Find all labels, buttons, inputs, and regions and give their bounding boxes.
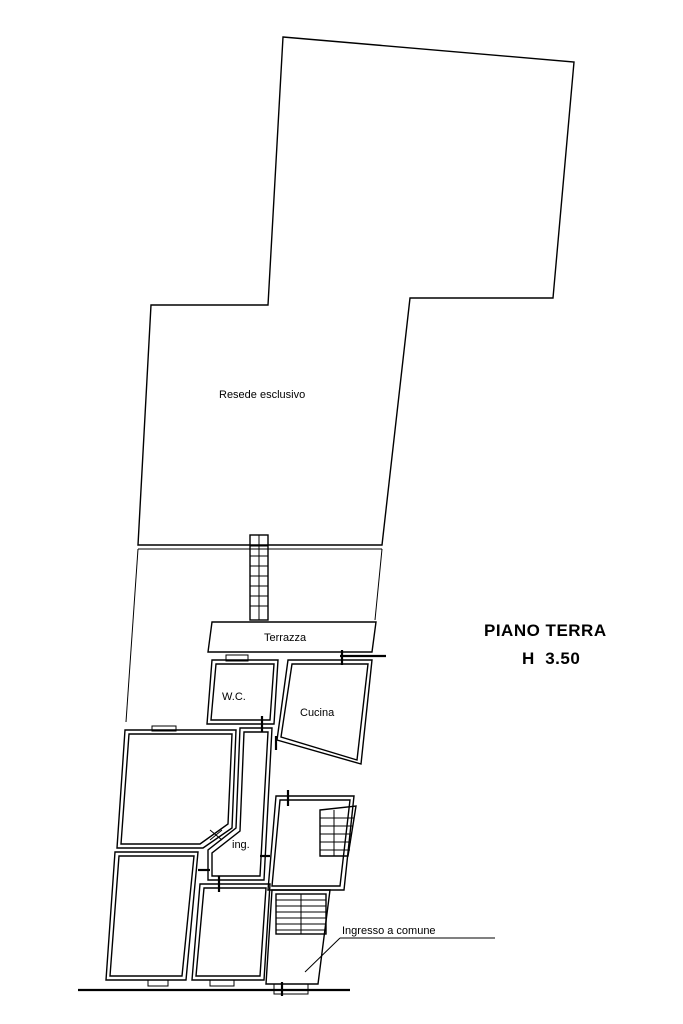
plan-title: PIANO TERRA <box>484 621 607 640</box>
cucina-label: Cucina <box>300 707 335 719</box>
stair-room <box>267 795 357 891</box>
resede-label: Resede esclusivo <box>219 389 305 401</box>
wc-label: W.C. <box>222 691 246 703</box>
left-lower-room <box>105 851 199 981</box>
ingresso-comune-label: Ingresso a comune <box>342 925 436 937</box>
resede-outline <box>137 36 575 550</box>
ingresso-comune-room <box>265 889 495 985</box>
terrazza-label: Terrazza <box>264 632 307 644</box>
wc-room <box>206 659 279 725</box>
left-upper-room <box>116 729 237 849</box>
ingresso-corridor <box>207 727 273 881</box>
middle-lower-room <box>191 883 271 981</box>
height-label: H 3.50 <box>522 649 580 668</box>
yard-outline <box>125 548 383 723</box>
terrazza-room <box>207 621 386 658</box>
ingresso-label: ing. <box>232 839 250 851</box>
chimney-strip <box>249 534 269 621</box>
